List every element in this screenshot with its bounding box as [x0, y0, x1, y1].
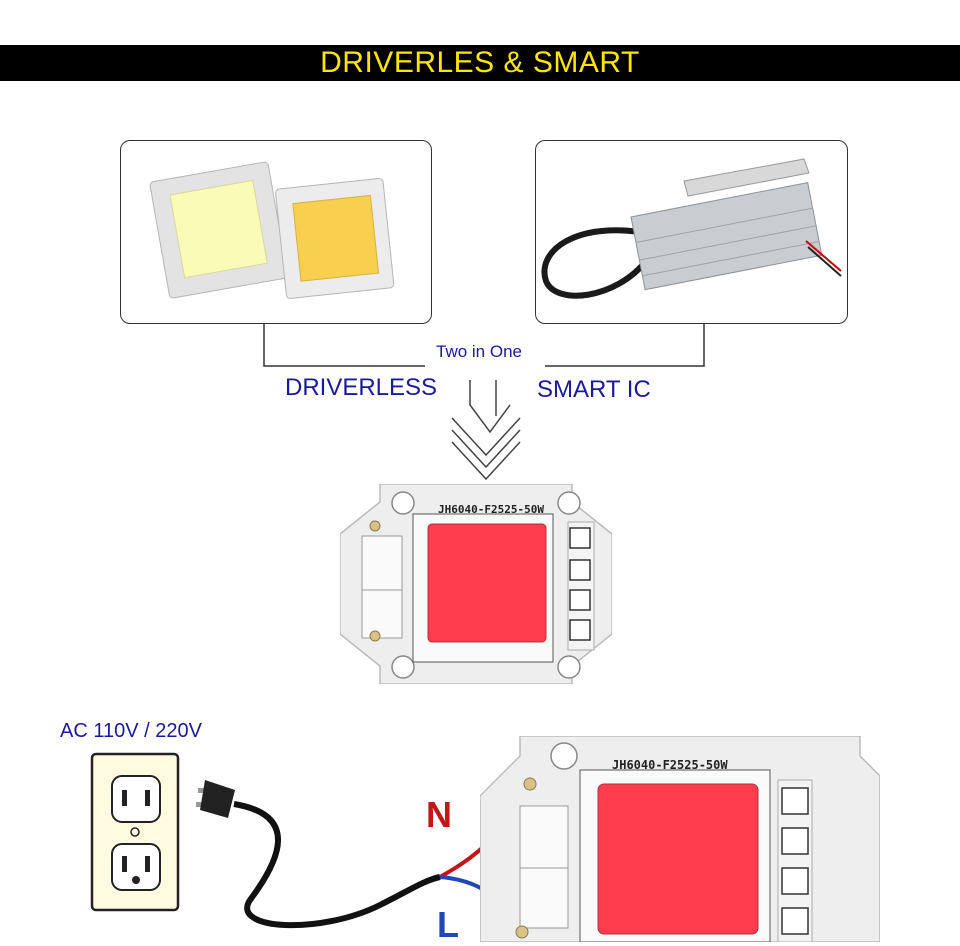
driver-card — [535, 140, 848, 324]
led-chip-card — [120, 140, 432, 324]
ac-voltage-label: AC 110V / 220V — [60, 720, 202, 742]
smart-ic-label: SMART IC — [537, 376, 651, 403]
driver-image — [541, 158, 842, 299]
title-banner — [0, 45, 960, 81]
two-in-one-label: Two in One — [436, 342, 522, 361]
cob-led-chip — [340, 484, 612, 684]
chip-model-label-large: JH6040-F2525-50W — [612, 758, 728, 772]
driverless-label: DRIVERLESS — [285, 374, 438, 401]
cob-led-chip-large — [480, 736, 880, 942]
neutral-label: N — [426, 794, 452, 835]
line-label: L — [437, 904, 459, 945]
led-chips-image — [149, 161, 395, 299]
wall-outlet — [90, 752, 180, 912]
banner-title: DRIVERLES & SMART — [320, 46, 640, 79]
chip-model-label: JH6040-F2525-50W — [438, 503, 544, 516]
